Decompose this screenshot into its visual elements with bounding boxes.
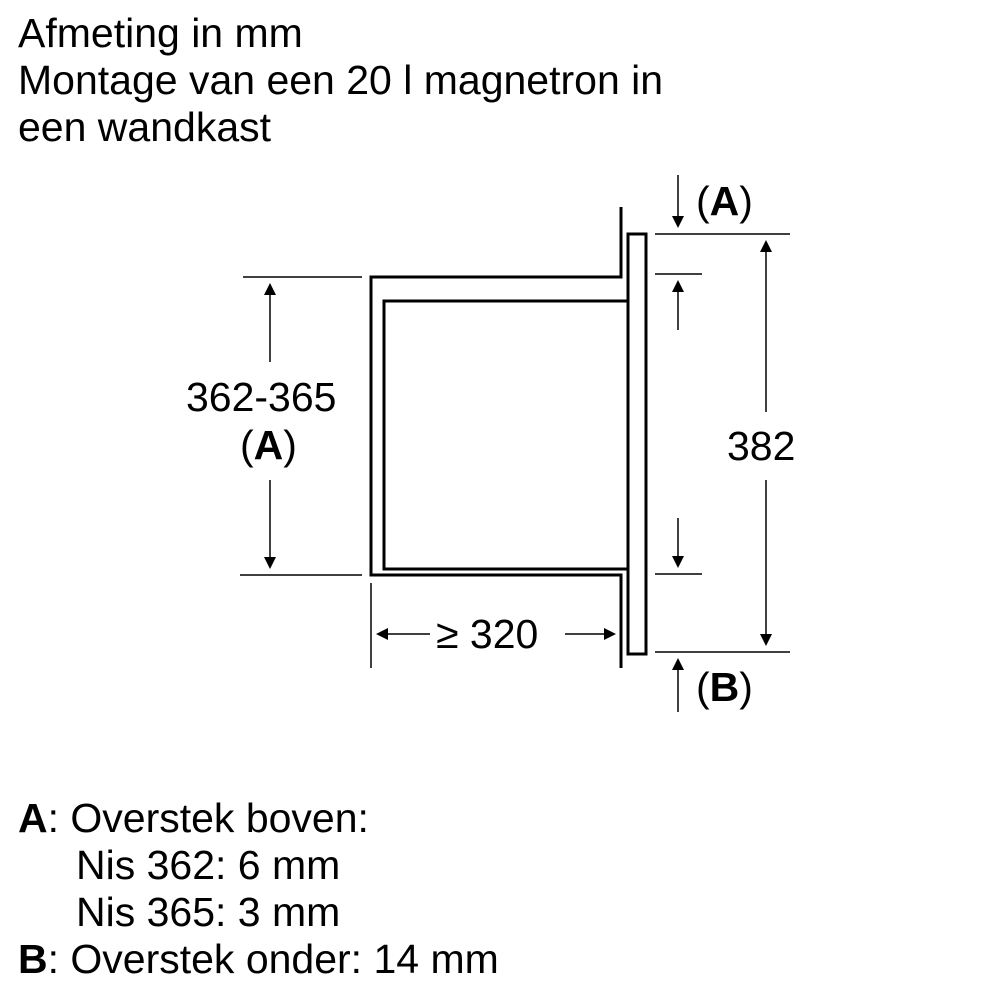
paren-close: ) [739, 178, 753, 224]
cabinet-outline [369, 207, 623, 668]
front-height-dimension [655, 233, 790, 653]
top-overhang-ref-label: (A) [696, 178, 753, 224]
niche-height-dimension [240, 276, 362, 576]
legend-b: B: Overstek onder: 14 mm [18, 936, 499, 983]
bottom-overhang-ref-label: (B) [696, 664, 753, 710]
legend: A: Overstek boven: Nis 362: 6 mm Nis 365… [18, 795, 499, 983]
title-line-1: Afmeting in mm [18, 10, 303, 56]
depth-value: 320 [469, 611, 539, 657]
depth-dimension [370, 583, 616, 668]
legend-key-a: A [18, 795, 48, 841]
title-line-2: Montage van een 20 l magnetron in [18, 57, 664, 103]
ref-a: A [253, 422, 284, 468]
legend-a-line-3: Nis 365: 3 mm [76, 889, 341, 935]
microwave-body [382, 232, 648, 656]
legend-text-a: : Overstek boven: [47, 795, 369, 841]
legend-a: A: Overstek boven: [18, 795, 499, 842]
paren-close: ) [739, 664, 753, 710]
paren-open: ( [696, 178, 710, 224]
ref-a: A [709, 178, 740, 224]
niche-height-ref-label: (A) [240, 422, 297, 468]
niche-height-label: 362-365 [186, 374, 337, 420]
title-line-3: een wandkast [18, 104, 272, 150]
overhang-b-dimension [655, 518, 702, 712]
legend-key-b: B [18, 936, 48, 982]
paren-open: ( [696, 664, 710, 710]
diagram-title: Afmeting in mm Montage van een 20 l magn… [18, 10, 663, 151]
ref-b: B [709, 664, 740, 710]
overhang-a-dimension [655, 175, 702, 330]
depth-label: ≥ 320 [436, 611, 538, 657]
paren-close: ) [283, 422, 297, 468]
front-height-label: 382 [727, 423, 796, 469]
legend-text-b: : Overstek onder: 14 mm [47, 936, 499, 982]
legend-a-line-2: Nis 362: 6 mm [76, 842, 341, 888]
paren-open: ( [240, 422, 254, 468]
greater-equal-symbol: ≥ [436, 611, 459, 657]
